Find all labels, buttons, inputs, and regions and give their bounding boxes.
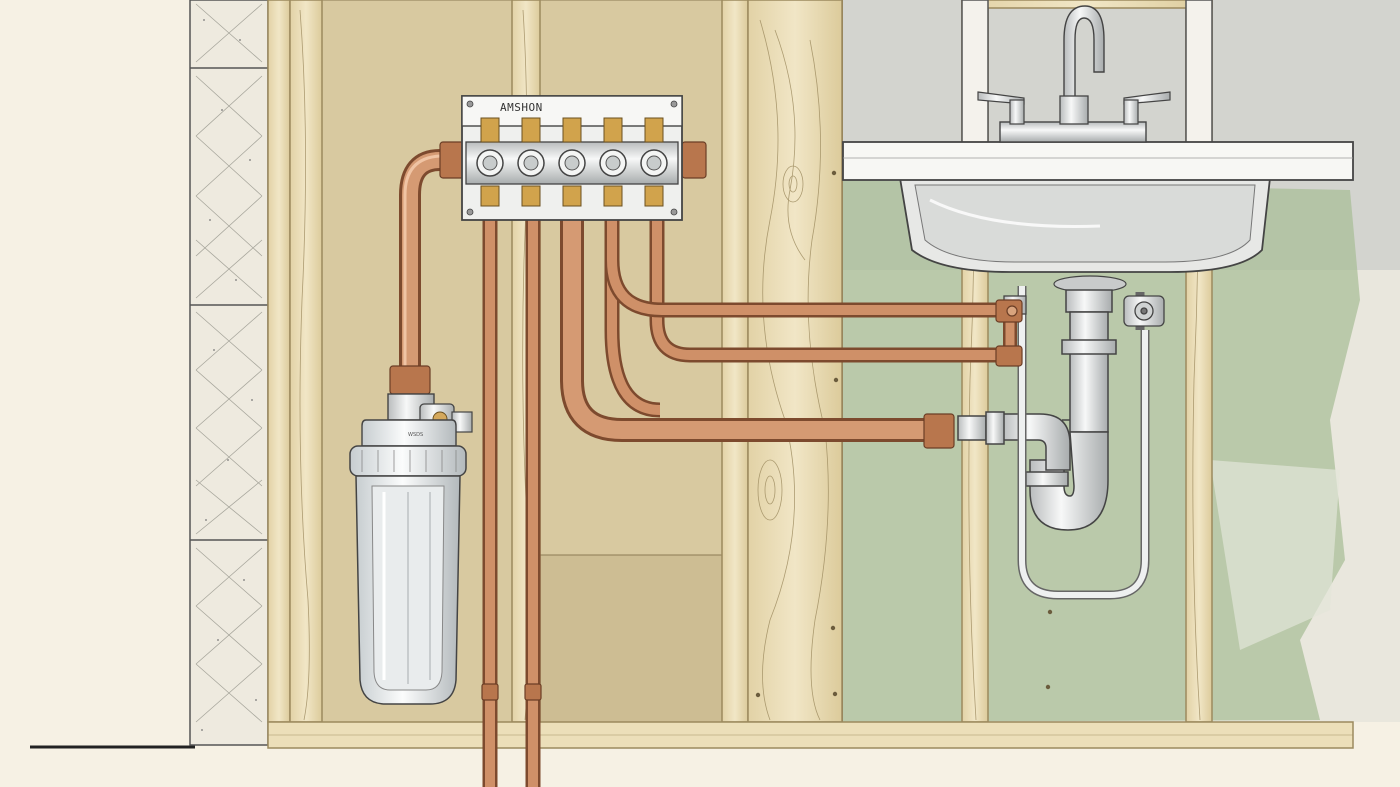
brass-valve-nut bbox=[562, 117, 582, 143]
brass-valve-nut bbox=[521, 117, 541, 143]
manifold-port bbox=[558, 117, 586, 207]
brass-valve-nut bbox=[480, 117, 500, 143]
filter-icon: WSDS bbox=[349, 393, 473, 705]
brass-outlet-nut bbox=[521, 185, 541, 207]
manifold-icon: AMSHON bbox=[461, 95, 683, 221]
manifold-ports bbox=[476, 117, 668, 207]
nail-heads bbox=[755, 170, 1053, 698]
brass-outlet-nut bbox=[603, 185, 623, 207]
sheathing-panel-lower bbox=[539, 554, 723, 723]
manifold-port bbox=[476, 117, 504, 207]
port-bore bbox=[523, 155, 539, 171]
manifold-label: AMSHON bbox=[500, 101, 543, 114]
port-bore bbox=[605, 155, 621, 171]
brass-outlet-nut bbox=[480, 185, 500, 207]
bottom-plate bbox=[267, 721, 1354, 749]
manifold-port bbox=[599, 117, 627, 207]
brass-valve-nut bbox=[603, 117, 623, 143]
brass-valve-nut bbox=[644, 117, 664, 143]
concrete-block-wall bbox=[189, 0, 269, 746]
brass-outlet-nut bbox=[562, 185, 582, 207]
sink-basin bbox=[842, 141, 1354, 293]
faucet-icon bbox=[977, 5, 1171, 143]
copper-fittings bbox=[389, 141, 1023, 701]
port-bore bbox=[646, 155, 662, 171]
filter-housing-mark: WSDS bbox=[408, 432, 423, 438]
brass-outlet-nut bbox=[644, 185, 664, 207]
port-bore bbox=[564, 155, 580, 171]
manifold-port bbox=[640, 117, 668, 207]
p-trap-icon bbox=[957, 289, 1117, 531]
port-bore bbox=[482, 155, 498, 171]
manifold-port bbox=[517, 117, 545, 207]
